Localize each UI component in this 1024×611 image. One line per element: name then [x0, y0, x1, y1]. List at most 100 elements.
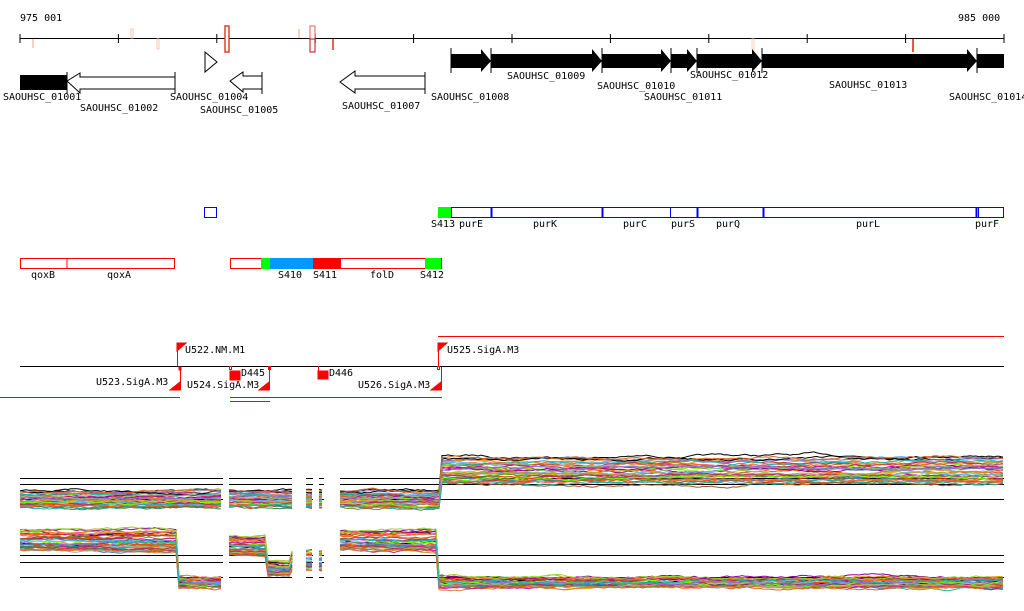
expression-profile: [339, 538, 1004, 586]
gene-label[interactable]: SAOUHSC_01012: [690, 70, 769, 81]
expression-profile: [318, 500, 323, 503]
gene-label[interactable]: SAOUHSC_01014: [949, 92, 1024, 103]
expression-profile: [19, 548, 222, 591]
ruler-markers: [32, 25, 914, 53]
expression-profile: [305, 563, 313, 566]
expression-profile: [318, 553, 323, 555]
expression-profile: [305, 561, 313, 564]
segment-track: [20, 258, 442, 269]
promoter-label[interactable]: U524.SigA.M3: [187, 380, 260, 391]
gene-label[interactable]: SAOUHSC_01008: [431, 92, 510, 103]
promoter-label[interactable]: U522.NM.M1: [185, 345, 246, 356]
forward-gene-arrow[interactable]: [491, 49, 602, 72]
segment-label: S412: [420, 270, 445, 281]
terminator-label[interactable]: D445: [241, 368, 266, 379]
gene-SAOUHSC_01005[interactable]: [229, 71, 263, 94]
expression-profile: [228, 505, 293, 510]
expression-profile: [318, 563, 323, 566]
expression-profile: [19, 533, 222, 584]
expression-profile: [339, 474, 1004, 508]
expression-profile: [339, 532, 1004, 582]
expression-profile: [318, 569, 323, 571]
expression-profile: [19, 496, 222, 502]
expression-profile: [229, 538, 293, 567]
gene-SAOUHSC_01002[interactable]: [66, 72, 176, 95]
expression-profile: [318, 565, 323, 568]
forward-gene-arrow[interactable]: [602, 49, 671, 72]
forward-gene-arrow[interactable]: [762, 49, 977, 72]
regulatory-track: [0, 336, 1004, 402]
expression-profile: [339, 472, 1004, 507]
expression-profile: [228, 534, 293, 563]
operon-label: purS: [671, 219, 696, 230]
expression-profile: [339, 481, 1004, 510]
operon-label: purQ: [716, 219, 741, 230]
promoter-label[interactable]: U523.SigA.M3: [96, 377, 169, 388]
operon-label: purK: [533, 219, 558, 230]
expression-profile: [305, 493, 312, 495]
expression-profile: [305, 500, 313, 502]
expression-profile: [305, 562, 313, 564]
gene-SAOUHSC_01007[interactable]: [339, 70, 426, 94]
expression-profile: [228, 552, 293, 577]
expression-profile: [339, 531, 1004, 583]
gene-SAOUHSC_01001[interactable]: [20, 75, 67, 90]
forward-gene-arrow[interactable]: [451, 49, 491, 72]
segment-label: qoxA: [107, 270, 132, 281]
expression-profile: [19, 538, 222, 586]
expression-profile: [228, 503, 293, 508]
expression-profile: [339, 527, 1004, 581]
ruler: [19, 34, 1005, 43]
expression-profile: [19, 494, 222, 501]
expression-profile: [19, 534, 222, 581]
expression-profile: [339, 530, 1004, 582]
expression-profile: [318, 550, 323, 553]
gene-label[interactable]: SAOUHSC_01009: [507, 71, 586, 82]
expression-profile: [305, 489, 313, 492]
expression-profile: [19, 505, 222, 511]
gene-label[interactable]: SAOUHSC_01005: [200, 105, 279, 116]
forward-gene-arrow[interactable]: [697, 49, 762, 72]
expression-profile: [339, 479, 1004, 510]
gene-label[interactable]: SAOUHSC_01011: [644, 92, 723, 103]
expression-profile: [318, 495, 323, 497]
expression-profile: [305, 498, 313, 501]
expression-profile: [228, 499, 293, 503]
terminator-label[interactable]: D446: [329, 368, 354, 379]
expression-profile: [305, 565, 313, 568]
expression-profile: [228, 494, 293, 499]
expression-profile: [305, 497, 313, 500]
segment-label: S411: [313, 270, 338, 281]
expression-profile: [228, 495, 293, 500]
forward-gene-arrow[interactable]: [671, 49, 697, 72]
gene-label[interactable]: SAOUHSC_01004: [170, 92, 249, 103]
operon-track: [204, 207, 1004, 218]
expression-profile: [306, 569, 313, 572]
promoter-label[interactable]: U525.SigA.M3: [447, 345, 520, 356]
expression-profile: [19, 530, 222, 580]
gene-label[interactable]: SAOUHSC_01001: [3, 92, 82, 103]
expression-profile: [339, 459, 1004, 498]
expression-panel-top: [19, 451, 1004, 511]
gene-SAOUHSC_01003[interactable]: [204, 50, 218, 74]
expression-profile: [339, 467, 1004, 505]
gene-label[interactable]: SAOUHSC_01010: [597, 81, 676, 92]
expression-profile: [339, 455, 1004, 493]
expression-profile: [339, 475, 1004, 507]
gene-label[interactable]: SAOUHSC_01007: [342, 101, 421, 112]
operon-label: purC: [623, 219, 648, 230]
expression-profile: [339, 477, 1004, 510]
expression-panel-bottom: [19, 526, 1004, 592]
expression-profile: [229, 544, 293, 571]
forward-gene-arrow[interactable]: [977, 54, 1004, 68]
expression-profile: [318, 497, 323, 500]
gene-track: [20, 48, 1004, 95]
expression-profile: [318, 502, 323, 505]
gene-label[interactable]: SAOUHSC_01013: [829, 80, 908, 91]
expression-profile: [339, 530, 1004, 583]
expression-profile: [229, 489, 293, 494]
gene-label[interactable]: SAOUHSC_01002: [80, 103, 159, 114]
promoter-label[interactable]: U526.SigA.M3: [358, 380, 431, 391]
expression-profile: [318, 488, 323, 491]
